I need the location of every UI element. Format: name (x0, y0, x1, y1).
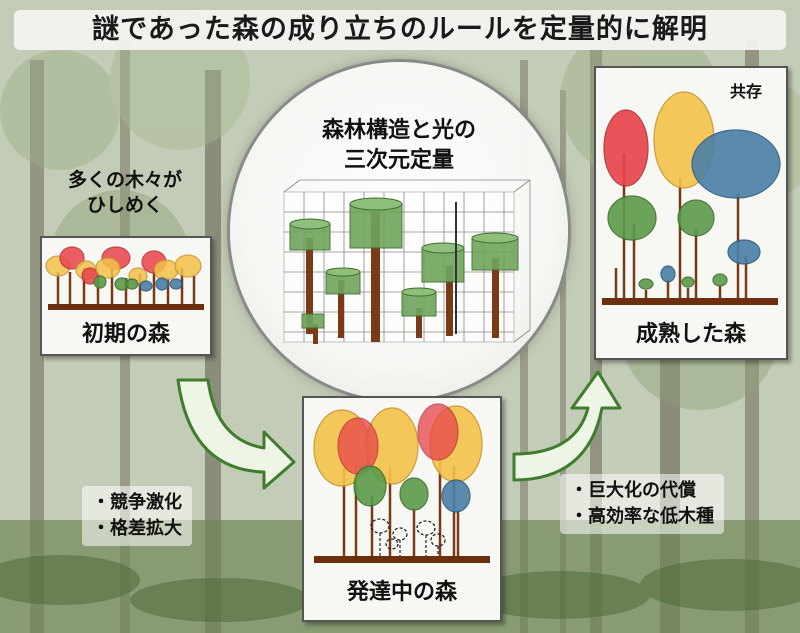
right-bullet-list: ・巨大化の代償 ・高効率な低木種 (560, 474, 724, 535)
coexistence-tag: 共存 (729, 82, 762, 101)
bullet-competition: ・競争激化 (92, 492, 182, 513)
bullet-efficient-shrubs: ・高効率な低木種 (570, 506, 714, 528)
center-title: 森林構造と光の 三次元定量 (321, 118, 476, 173)
bullet-cost-of-giantism: ・巨大化の代償 (570, 480, 696, 501)
developing-forest-panel: 発達中の森 (302, 396, 502, 622)
mature-forest-panel: 共存 成熟した (594, 66, 788, 360)
curved-arrow-left-icon (176, 378, 296, 490)
developing-forest-illustration (313, 403, 490, 563)
initial-forest-label: 初期の森 (81, 322, 170, 347)
center-circle: 森林構造と光の 三次元定量 (230, 62, 568, 400)
curved-arrow-right-icon (512, 370, 622, 482)
slide-title: 謎であった森の成り立ちのルールを定量的に解明 (92, 14, 708, 45)
bullet-disparity: ・格差拡大 (92, 518, 182, 540)
mature-forest-label: 成熟した森 (635, 322, 746, 347)
initial-forest-illustration (45, 246, 204, 310)
initial-forest-caption: 多くの木々が ひしめく (67, 169, 182, 216)
left-bullet-list: ・競争激化 ・格差拡大 (82, 486, 192, 547)
developing-forest-label: 発達中の森 (346, 580, 457, 605)
title-bar: 謎であった森の成り立ちのルールを定量的に解明 (14, 10, 786, 50)
initial-forest-panel: 初期の森 (40, 236, 212, 356)
mature-forest-illustration (602, 91, 781, 305)
3d-grid-illustration (283, 179, 531, 344)
